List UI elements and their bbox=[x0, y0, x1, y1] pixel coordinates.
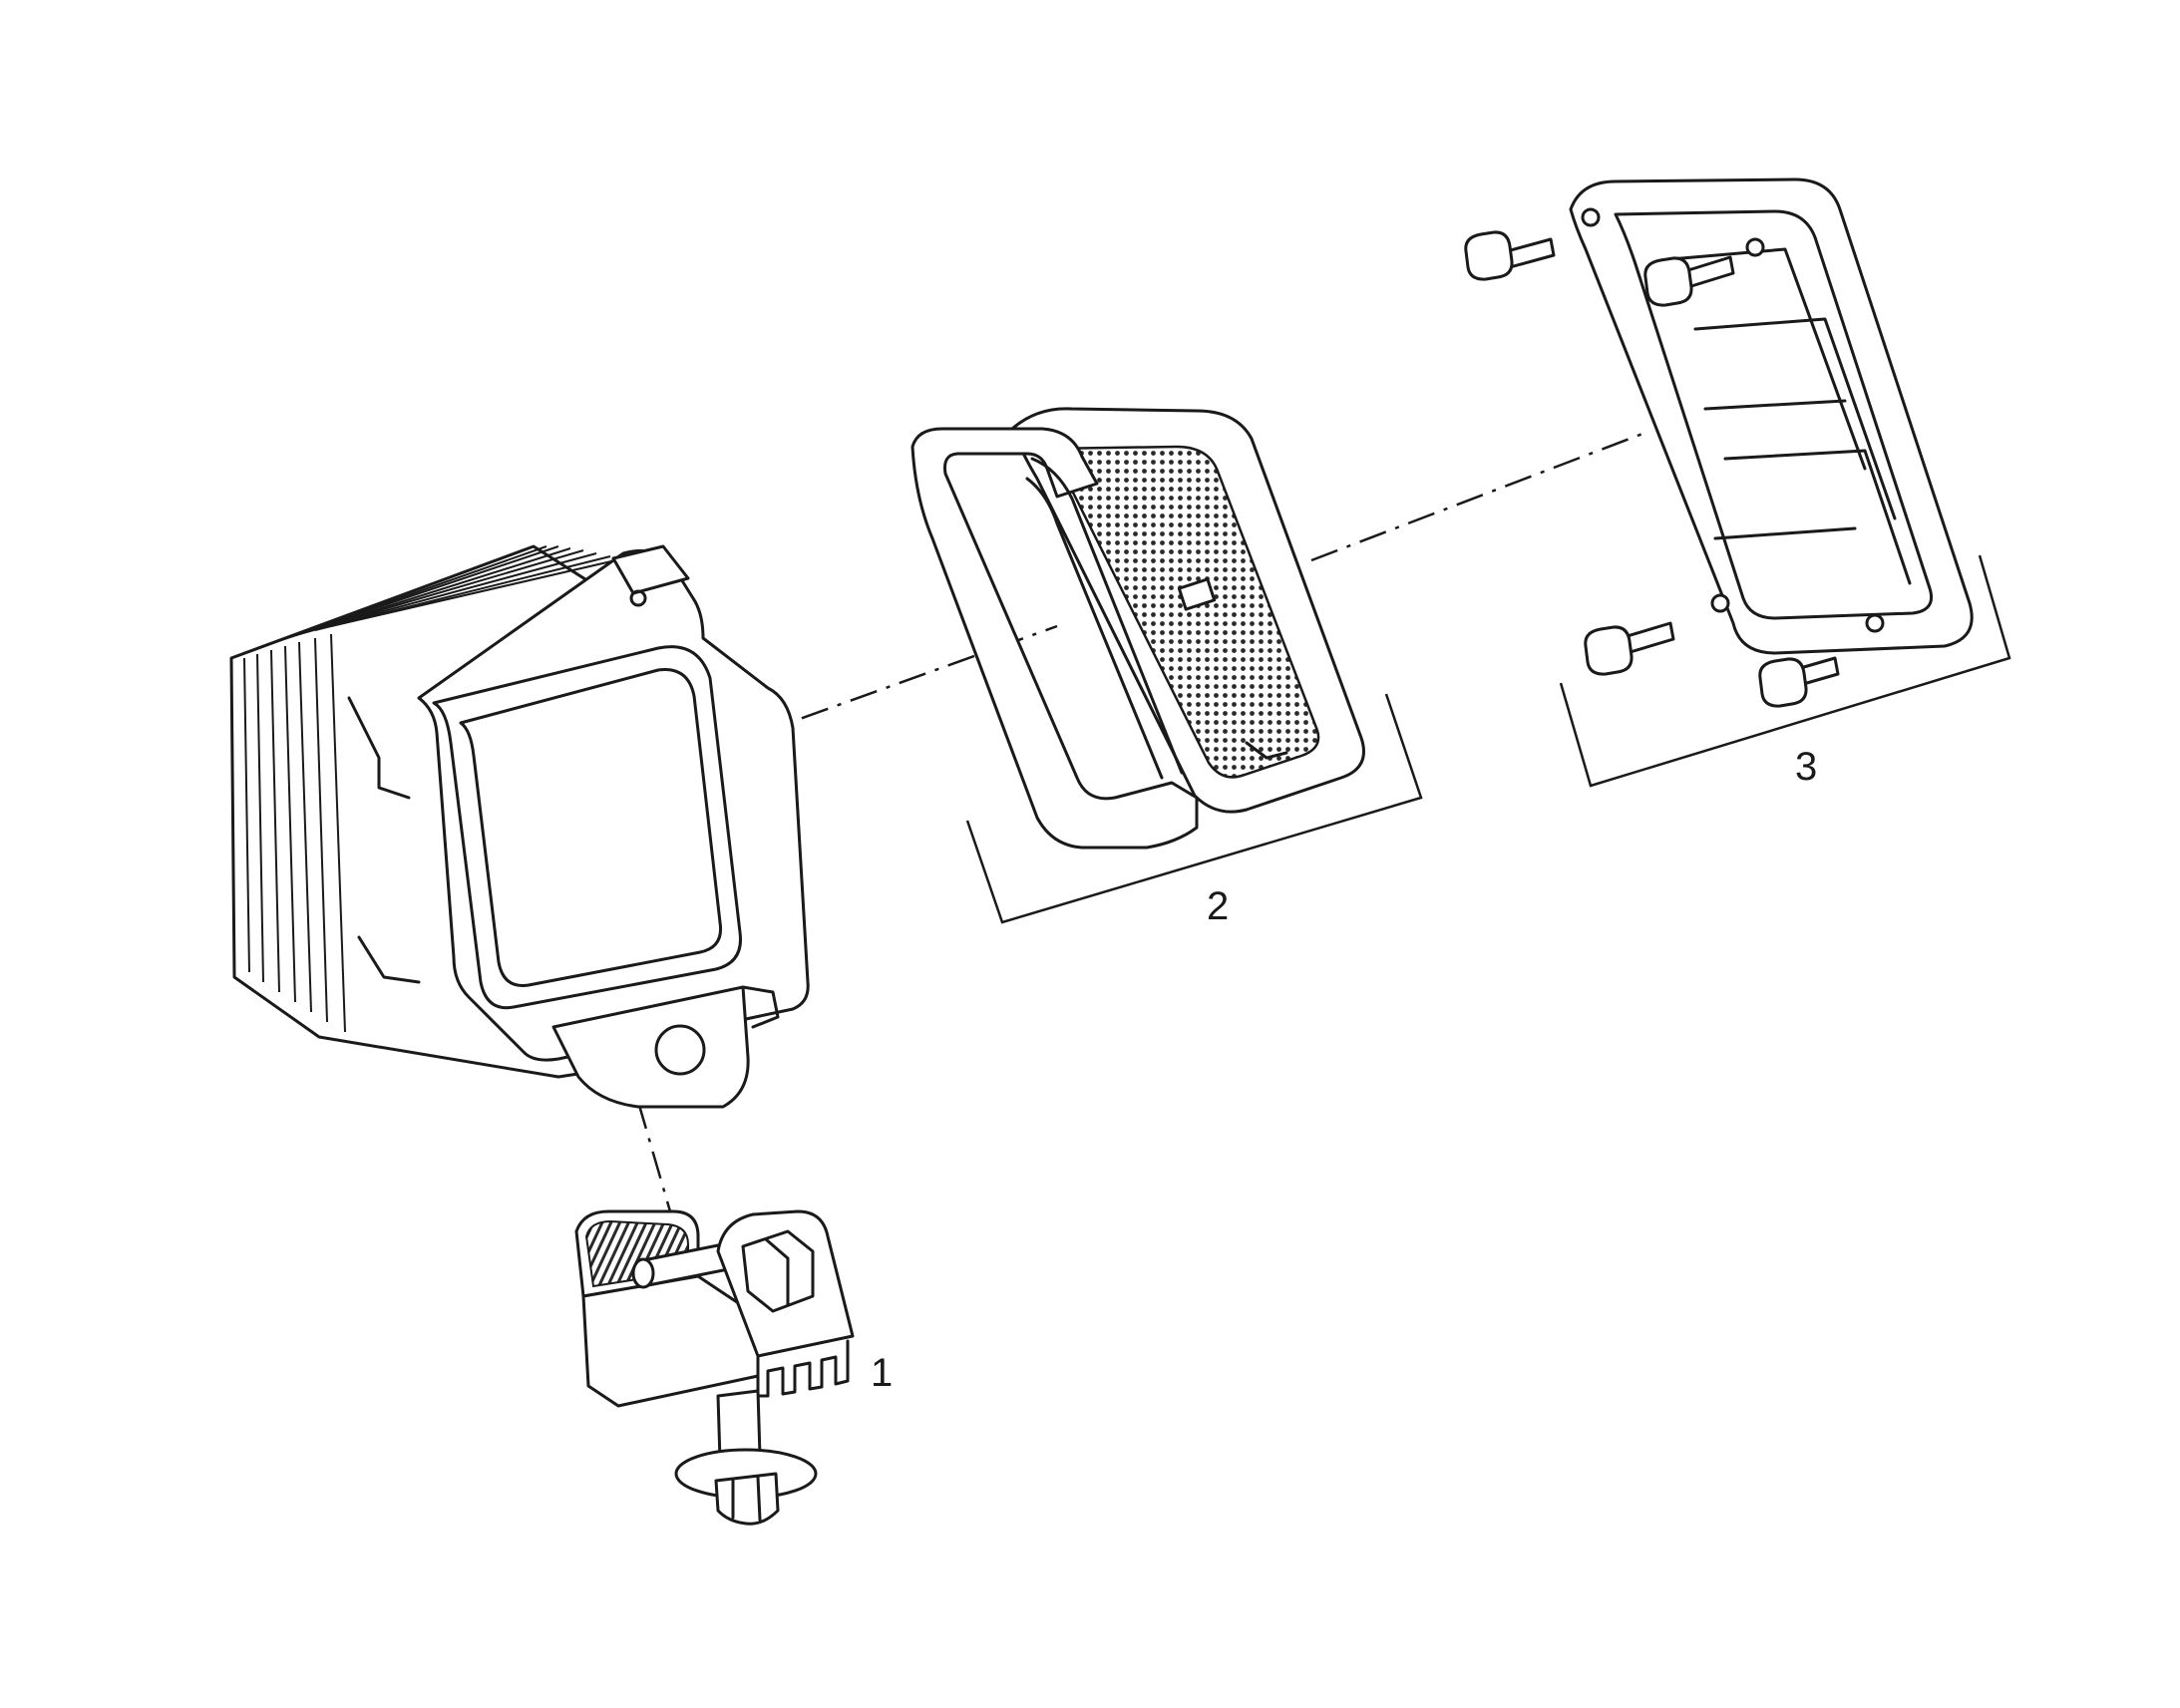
callout-item-2: 2 bbox=[1207, 884, 1229, 928]
callout-labels: 1 2 3 bbox=[871, 745, 1817, 1395]
rear-housing-assembly bbox=[1569, 177, 1974, 655]
bezel-assembly bbox=[910, 407, 1365, 850]
screw-bottom-left bbox=[1584, 621, 1675, 676]
screws bbox=[1464, 230, 1840, 708]
screw-top-left bbox=[1464, 230, 1556, 281]
mounting-bracket bbox=[574, 1209, 855, 1526]
screw-bottom-right bbox=[1758, 656, 1840, 708]
callout-item-3: 3 bbox=[1795, 745, 1817, 789]
lamp-housing bbox=[229, 544, 810, 1109]
screw-top-right bbox=[1643, 255, 1735, 307]
callout-item-1: 1 bbox=[871, 1351, 893, 1395]
callout-brackets bbox=[965, 554, 2011, 924]
